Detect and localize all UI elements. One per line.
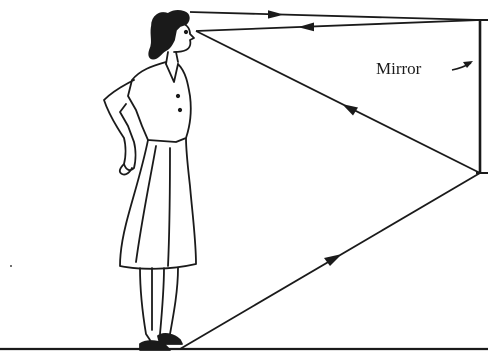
speck <box>10 265 12 267</box>
mirror <box>476 20 488 173</box>
shoe-right <box>158 334 182 344</box>
ray-top-reflected <box>196 20 480 31</box>
mirror-pointer-arrow <box>452 61 473 70</box>
arm <box>104 80 136 170</box>
skirt <box>120 138 196 269</box>
ray-top-incident <box>190 10 480 20</box>
ray-feet-incident <box>180 173 480 349</box>
blouse <box>128 62 191 142</box>
eye <box>185 31 187 33</box>
ray-feet-reflected <box>196 31 480 173</box>
legs <box>140 268 178 340</box>
mirror-label: Mirror <box>376 59 422 78</box>
woman-figure <box>104 11 196 350</box>
